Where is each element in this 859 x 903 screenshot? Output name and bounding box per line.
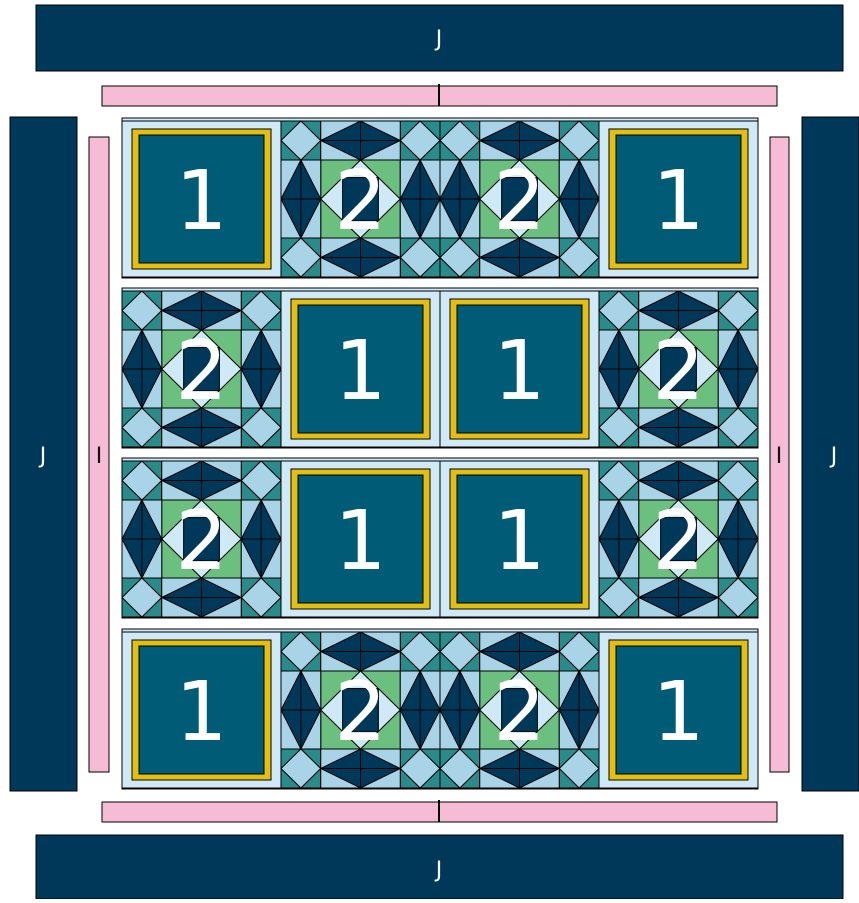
block-r4-c1: 1 xyxy=(122,632,281,788)
block-1-label: 1 xyxy=(334,494,386,589)
block-r4-c4: 1 xyxy=(599,632,758,788)
block-r3-c2: 1 xyxy=(281,461,440,617)
border-j-bottom-label: J xyxy=(434,858,443,883)
border-i-right-label: I xyxy=(776,444,783,469)
block-r1-c3: 2 xyxy=(440,121,599,277)
border-j-right-label: J xyxy=(829,444,838,469)
block-r1-c1: 1 xyxy=(122,121,281,277)
block-2-label: 2 xyxy=(652,494,704,589)
block-r3-c4: 2 xyxy=(599,461,758,617)
block-r2-c1: 2 xyxy=(122,291,281,447)
block-2-label: 2 xyxy=(493,154,545,249)
block-r1-c4: 1 xyxy=(599,121,758,277)
block-r2-c4: 2 xyxy=(599,291,758,447)
block-r3-c1: 2 xyxy=(122,461,281,617)
block-1-label: 1 xyxy=(493,324,545,419)
block-1-label: 1 xyxy=(175,665,227,760)
border-j-left-label: J xyxy=(38,444,47,469)
block-2-label: 2 xyxy=(334,665,386,760)
block-2-label: 2 xyxy=(175,324,227,419)
block-1-label: 1 xyxy=(175,154,227,249)
block-r2-c3: 1 xyxy=(440,291,599,447)
block-1-label: 1 xyxy=(652,154,704,249)
block-1-label: 1 xyxy=(493,494,545,589)
block-r4-c2: 2 xyxy=(281,632,440,788)
quilt-blocks: 1 2 2 1 2 1 1 2 2 1 1 2 1 2 2 1 xyxy=(122,121,758,788)
border-i-left-label: I xyxy=(96,444,103,469)
block-r3-c3: 1 xyxy=(440,461,599,617)
block-r4-c3: 2 xyxy=(440,632,599,788)
block-r2-c2: 1 xyxy=(281,291,440,447)
block-r1-c2: 2 xyxy=(281,121,440,277)
block-1-label: 1 xyxy=(652,665,704,760)
block-2-label: 2 xyxy=(493,665,545,760)
block-2-label: 2 xyxy=(175,494,227,589)
block-2-label: 2 xyxy=(652,324,704,419)
border-j-top-label: J xyxy=(434,27,443,52)
block-2-label: 2 xyxy=(334,154,386,249)
block-1-label: 1 xyxy=(334,324,386,419)
